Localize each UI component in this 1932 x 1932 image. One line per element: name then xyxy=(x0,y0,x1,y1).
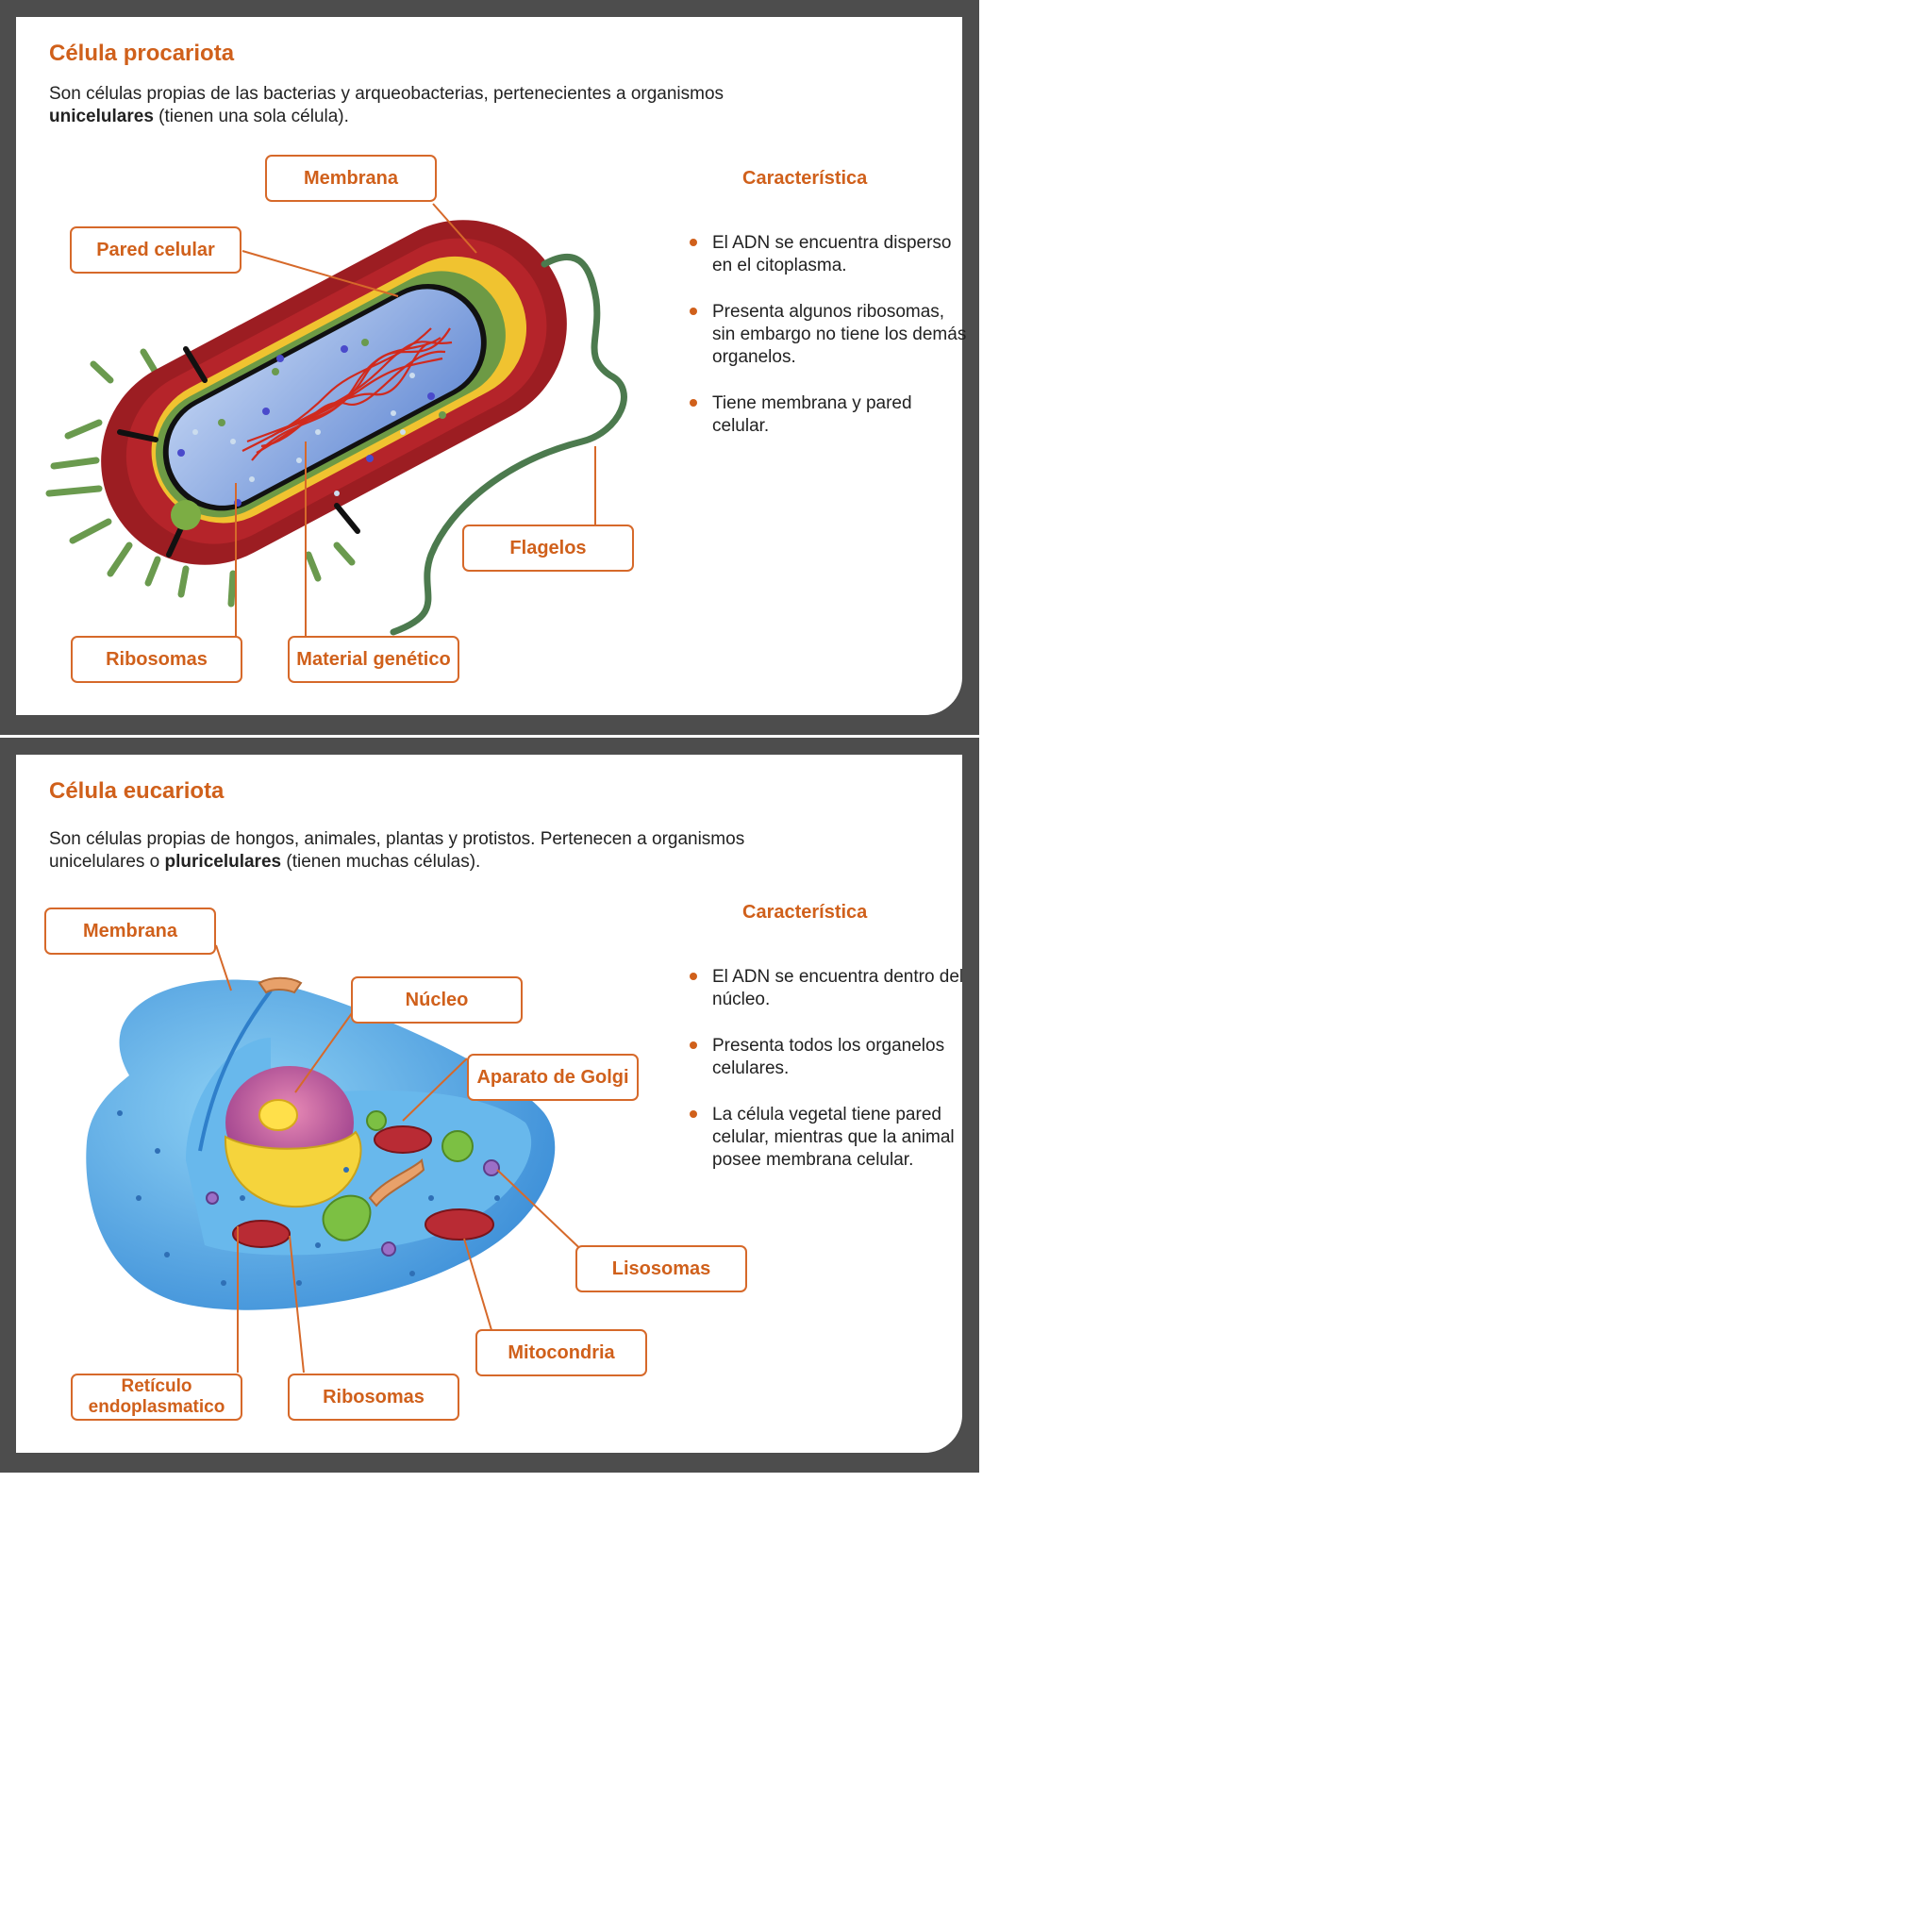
prokaryote-features-heading: Característica xyxy=(742,168,868,189)
bullet-icon xyxy=(690,1110,697,1118)
prokaryote-features: El ADN se encuentra disperso en el citop… xyxy=(690,232,967,461)
label-mitocondria: Mitocondria xyxy=(475,1329,647,1376)
animal-cell-illustration xyxy=(86,944,592,1374)
label-material-genetico: Material genético xyxy=(288,636,459,683)
eukaryote-intro: Son células propias de hongos, animales,… xyxy=(49,829,745,872)
label-membrana: Membrana xyxy=(44,908,216,955)
feature-item: El ADN se encuentra dentro del núcleo. xyxy=(690,966,967,1011)
bullet-icon xyxy=(690,399,697,407)
feature-item: Presenta algunos ribosomas, sin embargo … xyxy=(690,301,967,369)
mitochondria xyxy=(232,1125,494,1248)
bullet-icon xyxy=(690,239,697,246)
golgi-apparatus xyxy=(258,976,425,1208)
ribosome-dots xyxy=(117,1110,500,1286)
lysosomes xyxy=(206,1159,500,1257)
nuclear-envelope xyxy=(224,1130,362,1208)
prokaryote-card: Célula procariota Son células propias de… xyxy=(16,17,966,715)
pili xyxy=(45,348,356,608)
feature-item: Tiene membrana y pared celular. xyxy=(690,392,967,438)
label-ribosomas: Ribosomas xyxy=(288,1374,459,1421)
flagellum xyxy=(390,254,627,636)
label-nucleo: Núcleo xyxy=(351,976,523,1024)
bullet-icon xyxy=(690,308,697,315)
feature-item: Presenta todos los organelos celulares. xyxy=(690,1035,967,1080)
eukaryote-features-heading: Característica xyxy=(742,902,868,923)
feature-item: El ADN se encuentra disperso en el citop… xyxy=(690,232,967,277)
label-pared-celular: Pared celular xyxy=(70,226,242,274)
label-membrana: Membrana xyxy=(265,155,437,202)
eukaryote-frame: Célula eucariota Son células propias de … xyxy=(0,738,979,1473)
prokaryote-title: Célula procariota xyxy=(49,41,235,66)
eukaryote-features: El ADN se encuentra dentro del núcleo. P… xyxy=(690,966,967,1195)
eukaryote-title: Célula eucariota xyxy=(49,778,225,804)
prokaryote-frame: Célula procariota Son células propias de… xyxy=(0,0,979,735)
label-flagelos: Flagelos xyxy=(462,525,634,572)
feature-item: La célula vegetal tiene pared celular, m… xyxy=(690,1104,967,1172)
genetic-material xyxy=(242,327,453,461)
ribosomes xyxy=(171,339,446,530)
vesicles xyxy=(322,1110,474,1241)
leader-lines xyxy=(235,203,596,638)
label-lisosomas: Lisosomas xyxy=(575,1245,747,1292)
prokaryote-intro: Son células propias de las bacterias y a… xyxy=(49,84,724,126)
bacterium-illustration xyxy=(45,203,627,638)
eukaryote-card: Célula eucariota Son células propias de … xyxy=(16,755,963,1453)
bullet-icon xyxy=(690,1041,697,1049)
label-aparato-golgi: Aparato de Golgi xyxy=(467,1054,639,1101)
nucleolus xyxy=(258,1099,298,1131)
label-reticulo-endoplasmatico: Retículo endoplasmatico xyxy=(71,1374,242,1421)
bullet-icon xyxy=(690,973,697,980)
label-ribosomas: Ribosomas xyxy=(71,636,242,683)
